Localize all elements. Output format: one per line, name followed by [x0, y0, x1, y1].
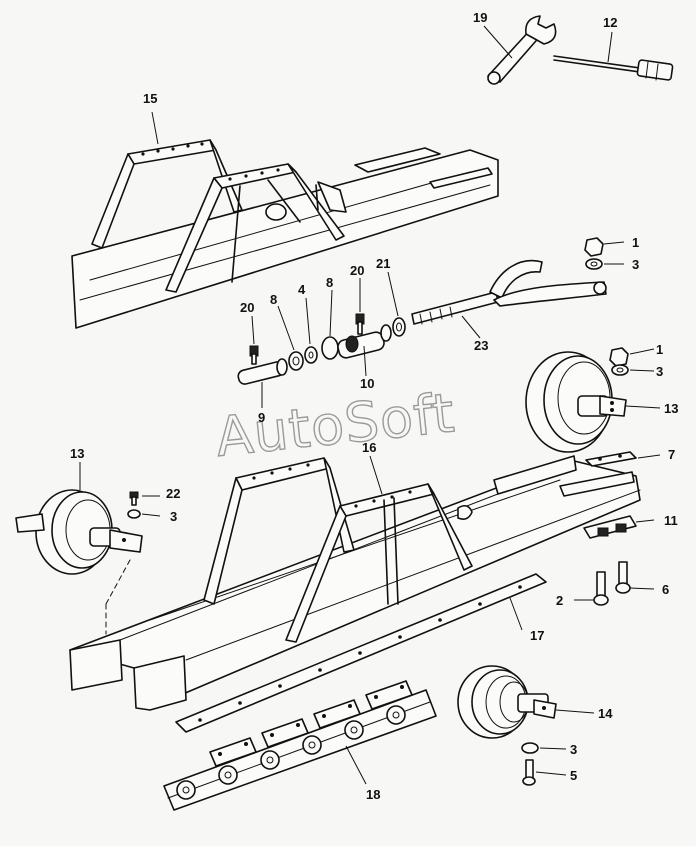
callout-23-fork: 23: [474, 338, 488, 353]
callout-14-roller: 14: [598, 706, 613, 721]
tensioner-fork: [411, 259, 607, 325]
callout-21-washer: 21: [376, 256, 390, 271]
track-roller: [457, 665, 557, 786]
callout-20-fitting: 20: [240, 300, 254, 315]
wear-strip: [175, 573, 547, 733]
callout-8-bushing: 8: [270, 292, 277, 307]
bolts: [593, 561, 631, 606]
lower-track-frame: [69, 455, 641, 711]
callout-5-bolt: 5: [570, 768, 577, 783]
callout-20-fitting-second: 20: [350, 263, 364, 278]
tensioner-pin-assembly: [237, 313, 406, 385]
callout-18-chain: 18: [366, 787, 380, 802]
callout-19-wrench: 19: [473, 10, 487, 25]
callout-9-pin: 9: [258, 410, 265, 425]
mounting-plates: [583, 451, 637, 539]
callout-13-idler-right: 13: [664, 401, 678, 416]
callout-12-rod: 12: [603, 15, 617, 30]
callout-3-washer-left: 3: [170, 509, 177, 524]
upper-track-frame: [71, 139, 499, 329]
callout-22-bolt: 22: [166, 486, 180, 501]
callout-numbers: 1 3 1 3 2 3 3 4 5 6 7 8 8 9 10 11 12 13 …: [70, 10, 678, 802]
wrench: [487, 15, 557, 85]
callout-3-washer-second: 3: [656, 364, 663, 379]
callout-8-bushing-second: 8: [326, 275, 333, 290]
callout-16-frame: 16: [362, 440, 376, 455]
callout-15-frame: 15: [143, 91, 157, 106]
callout-4-washer: 4: [298, 282, 306, 297]
callout-1-cap: 1: [632, 235, 639, 250]
callout-3-washer: 3: [632, 257, 639, 272]
leader-lines: [79, 25, 661, 785]
grease-rod: [553, 55, 674, 81]
idler-wheel-left: [15, 489, 143, 635]
callout-6-bolt: 6: [662, 582, 669, 597]
callout-13-idler-left: 13: [70, 446, 84, 461]
callout-10-pin: 10: [360, 376, 374, 391]
callout-7-plate: 7: [668, 447, 675, 462]
callout-3-washer-roller: 3: [570, 742, 577, 757]
track-chain: [163, 680, 437, 811]
callout-11-plate: 11: [664, 513, 678, 528]
callout-1-cap-second: 1: [656, 342, 663, 357]
watermark-text: AutoSoft: [213, 381, 458, 469]
callout-17-strip: 17: [530, 628, 544, 643]
callout-2-bolt: 2: [556, 593, 563, 608]
cap-and-washer-top: [584, 237, 629, 376]
idler-wheel-right: [525, 351, 627, 453]
